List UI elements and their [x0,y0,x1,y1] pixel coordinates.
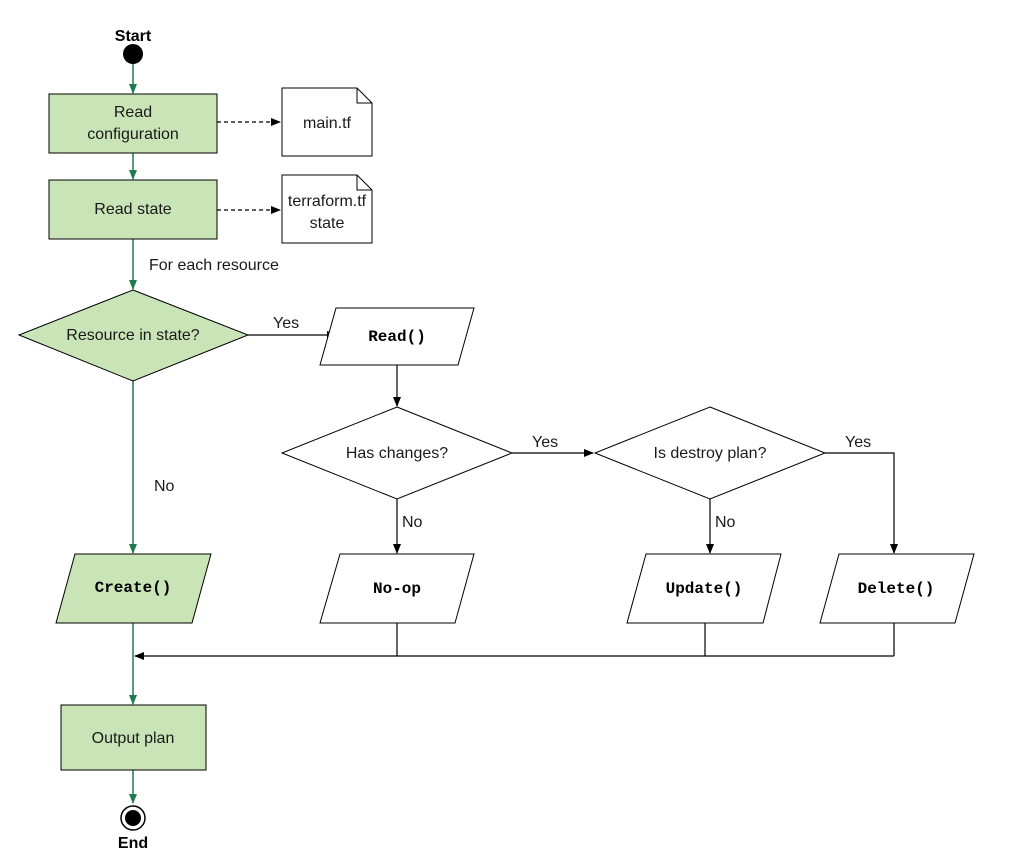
state-file-line1: terraform.tf [288,193,367,210]
update-op-label: Update() [666,580,743,598]
has-changes-decision [280,406,514,500]
state-file-document [281,174,373,244]
update-op-shape [626,553,782,624]
delete-op-shape [819,553,975,624]
main-tf-label: main.tf [303,115,352,132]
read-config-line1: Read [114,104,152,121]
read-state-label: Read state [94,201,171,218]
for-each-label: For each resource [149,257,279,274]
noop-label: No-op [373,580,421,598]
destroy-yes-label: Yes [845,434,871,451]
black-edges [134,331,898,660]
destroy-no-label: No [715,514,736,531]
has-changes-label: Has changes? [346,445,448,462]
state-file-line2: state [310,215,345,232]
is-destroy-decision [593,406,827,500]
delete-op-label: Delete() [858,580,935,598]
create-op-shape [55,553,212,624]
resource-in-state-decision [17,289,250,382]
main-tf-fold [356,88,372,104]
main-tf-document [281,87,373,157]
read-state-box [48,179,218,240]
noop-shape [319,553,475,624]
resource-in-state-label: Resource in state? [66,327,200,344]
output-plan-label: Output plan [92,730,175,747]
create-op-label: Create() [95,579,172,597]
read-config-box [48,93,218,154]
start-label: Start [115,28,152,45]
read-op-shape [319,307,475,366]
is-destroy-label: Is destroy plan? [654,445,767,462]
edge-destroy-yes-to-delete [825,452,898,554]
in-state-yes-label: Yes [273,315,299,332]
end-node-inner [125,810,141,826]
read-config-line2: configuration [87,126,179,143]
changes-yes-label: Yes [532,434,558,451]
read-op-label: Read() [368,328,426,346]
end-label: End [118,835,148,852]
dashed-edges [217,118,281,214]
start-node [123,44,143,64]
in-state-no-label: No [154,478,175,495]
output-plan-box [60,704,207,771]
state-file-fold [356,175,372,191]
changes-no-label: No [402,514,423,531]
